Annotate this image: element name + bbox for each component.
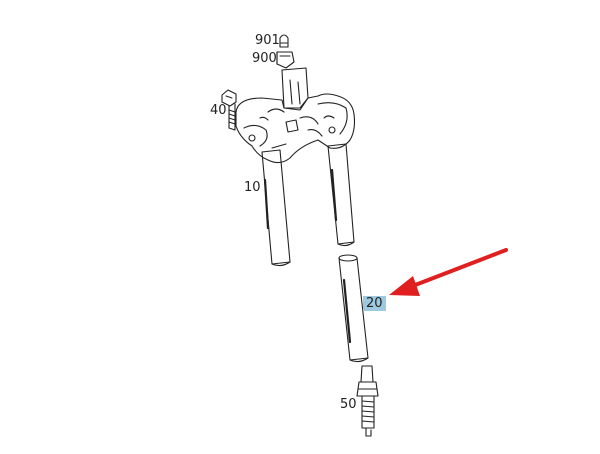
part-20-extension-tube [338, 254, 369, 363]
callout-20-highlighted[interactable]: 20 [363, 296, 386, 311]
part-10-right-boot [327, 143, 355, 247]
part-10-left-boot [261, 149, 291, 267]
part-50-spark-plug [356, 365, 379, 437]
callout-10: 10 [244, 180, 261, 195]
part-900-plug [276, 51, 295, 69]
callout-50: 50 [340, 397, 357, 412]
callout-900: 900 [252, 51, 277, 66]
callout-40: 40 [210, 103, 227, 118]
part-901-clip [279, 34, 289, 48]
pointer-arrow [389, 248, 508, 296]
callout-901: 901 [255, 33, 280, 48]
coil-pack-housing [235, 67, 356, 164]
part-40-bolt [221, 89, 237, 131]
